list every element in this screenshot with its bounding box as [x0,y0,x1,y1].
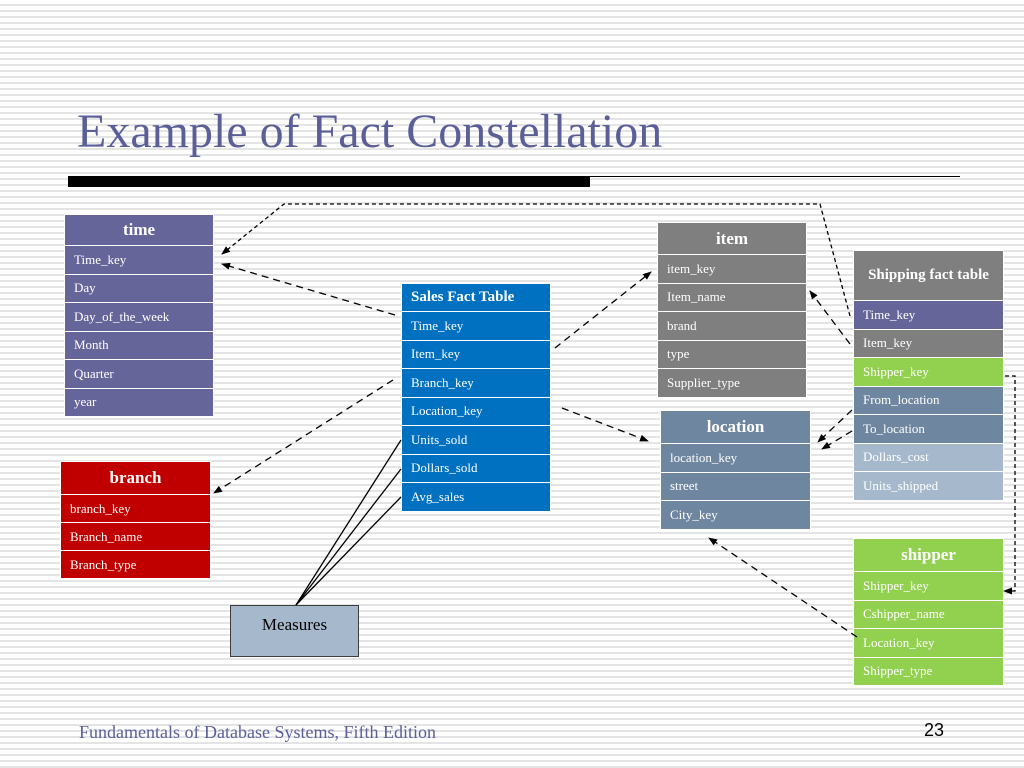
title-rule-thin [590,176,960,177]
table-field: brand [657,312,807,341]
table-field: street [660,472,811,501]
table-field: Dollars_cost [853,443,1004,472]
link-shipping-shipper [1003,375,1016,595]
table-header: branch [60,461,211,495]
measures-label-box: Measures [230,605,359,657]
table-field: Item_key [853,329,1004,358]
table-field: branch_key [60,495,211,523]
table-field: From_location [853,386,1004,415]
table-field: location_key [660,444,811,473]
table-field: Day_of_the_week [64,303,214,332]
measures-line-units-sold [295,439,402,606]
table-field: To_location [853,415,1004,444]
link-sales-item [554,271,652,349]
slide-title: Example of Fact Constellation [77,105,663,158]
table-field: Location_key [401,397,551,426]
footer-citation: Fundamentals of Database Systems, Fifth … [79,722,436,742]
table-field: Branch_type [60,551,211,579]
link-shipping-from-location [817,409,853,443]
table-header: time [64,214,214,246]
table-header: location [660,410,811,444]
table-field: Cshipper_name [853,600,1004,629]
table-field: Quarter [64,360,214,389]
table-field: Month [64,331,214,360]
table-field: Item_key [401,340,551,369]
table-field: Time_key [401,312,551,341]
table-header: Sales Fact Table [401,283,551,312]
link-sales-location [561,407,649,442]
table-field: Shipper_type [853,657,1004,686]
table-field: Shipper_key [853,358,1004,387]
table-field: Shipper_key [853,572,1004,601]
link-shipping-item [809,290,851,345]
table-field: year [64,388,214,417]
link-shipper-location [708,537,858,638]
measures-line-avg-sales [295,496,402,606]
table-field: Avg_sales [401,483,551,512]
link-shipping-to-location [821,430,853,450]
table-field: Supplier_type [657,369,807,398]
table-header: item [657,222,807,255]
table-field: Units_shipped [853,472,1004,501]
table-field: item_key [657,255,807,284]
table-field: type [657,340,807,369]
table-field: City_key [660,501,811,530]
table-field: Dollars_sold [401,454,551,483]
table-header: Shipping fact table [853,250,1004,301]
table-field: Branch_name [60,523,211,551]
table-field: Branch_key [401,369,551,398]
link-sales-branch [213,379,394,494]
link-shipping-time [221,203,851,317]
table-header: shipper [853,538,1004,572]
link-sales-time [221,262,396,316]
table-field: Time_key [853,301,1004,330]
table-field: Time_key [64,246,214,275]
table-field: Units_sold [401,426,551,455]
table-field: Item_name [657,283,807,312]
table-field: Day [64,274,214,303]
title-rule-thick [68,176,590,187]
page-number: 23 [924,720,945,740]
table-field: Location_key [853,629,1004,658]
measures-line-dollars-sold [295,468,402,606]
